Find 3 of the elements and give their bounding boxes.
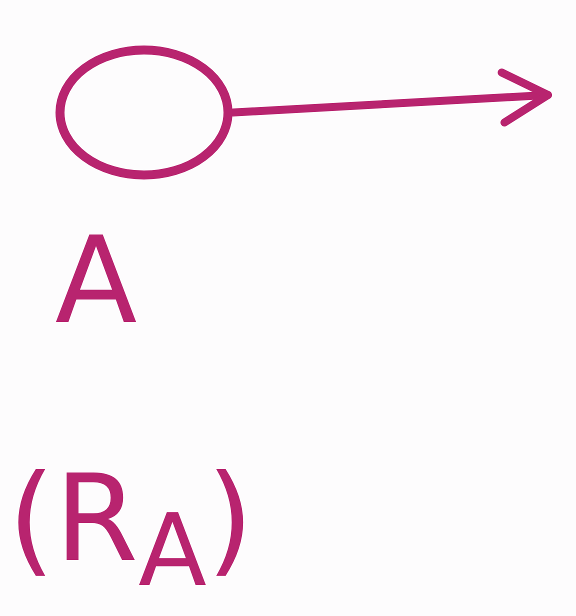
point-label: (R$_{A}$) <box>8 460 254 601</box>
point-label: A <box>55 222 138 342</box>
circle-shape <box>55 45 233 180</box>
